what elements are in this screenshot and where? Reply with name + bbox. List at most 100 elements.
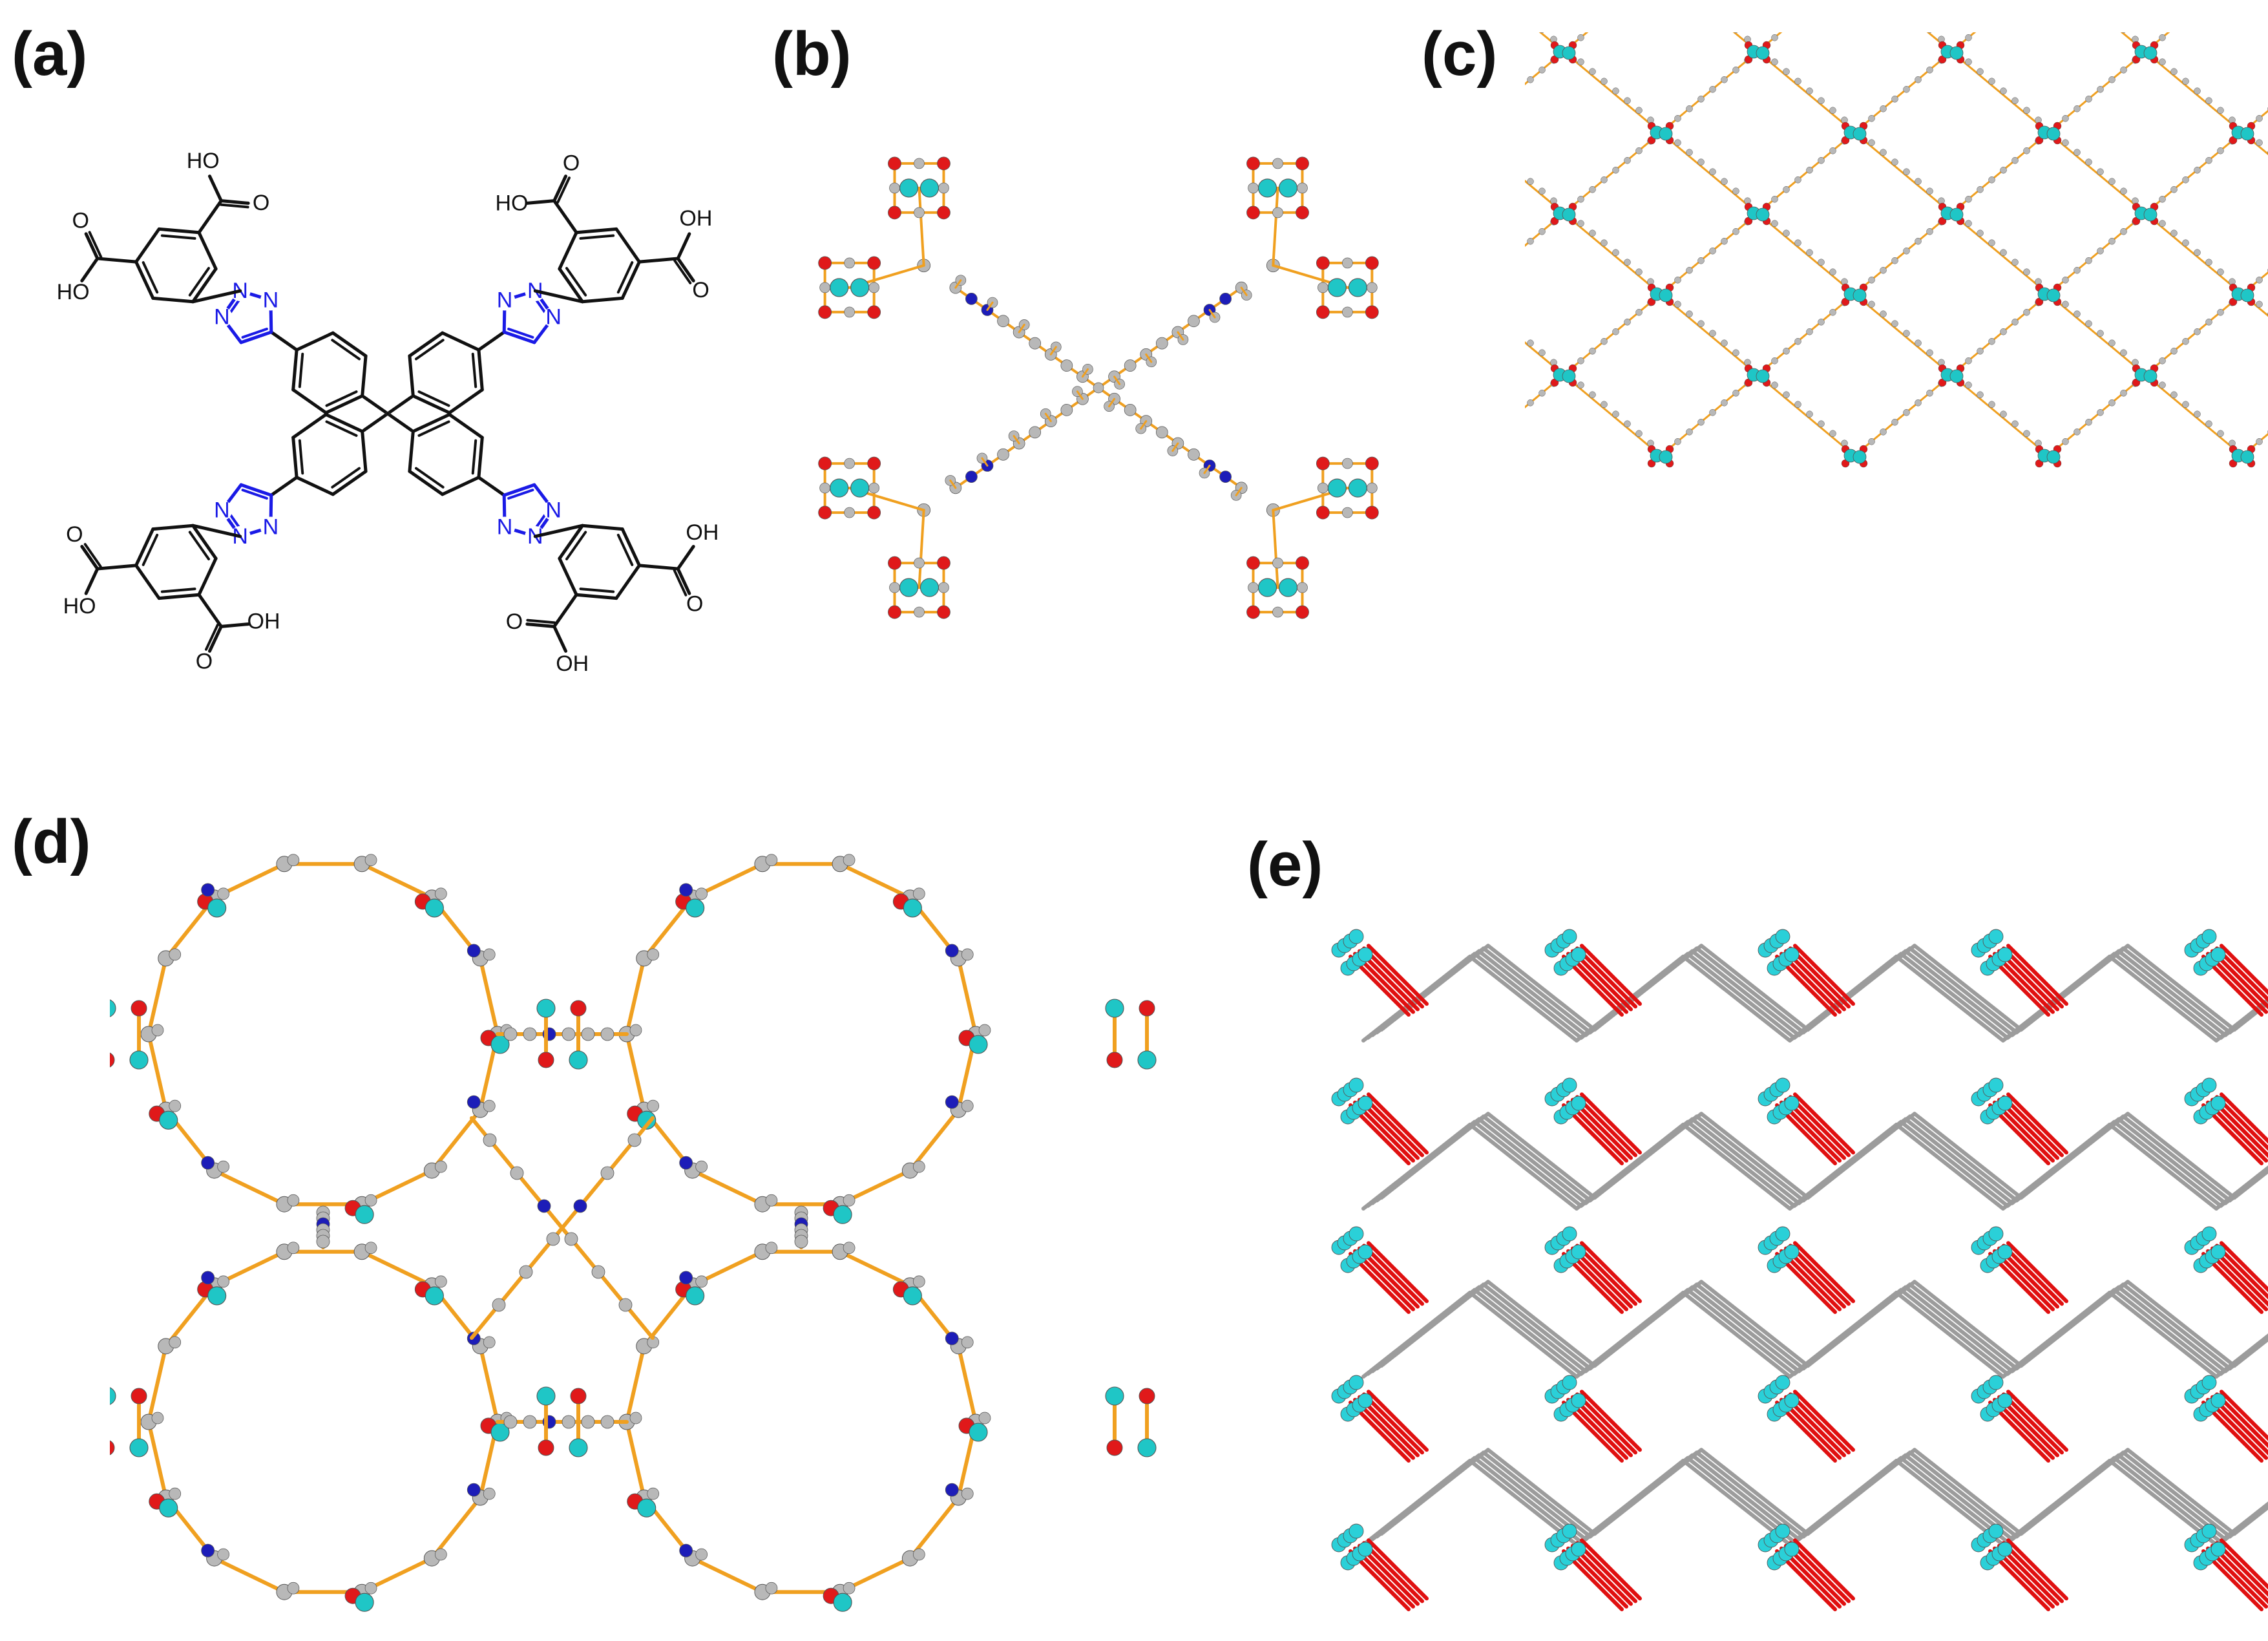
triazole-double-bond [507, 489, 534, 500]
carbon-atom [1538, 228, 1546, 235]
carbon-atom [938, 182, 949, 194]
nitrogen-atom [1219, 292, 1232, 305]
node-atom [2210, 1096, 2226, 1111]
carbon-atom [1674, 301, 1681, 308]
linker-bond [1756, 212, 1856, 295]
linker-bond [1732, 32, 1759, 53]
carbon-atom [997, 315, 1009, 328]
carbon-atom [1527, 339, 1534, 346]
phenyl-bond [411, 412, 452, 434]
carbon-atom [1868, 277, 1875, 284]
hydroxyl-bond [80, 257, 100, 282]
carbon-atom [1674, 277, 1681, 284]
oxygen-atom [818, 456, 832, 471]
carbon-atom [1806, 249, 1813, 256]
nitrogen-atom [679, 1156, 693, 1170]
red-strut [2220, 1092, 2268, 1144]
oxygen-atom [1246, 605, 1260, 619]
phenyl-double-bond [325, 390, 358, 407]
carbon-atom [765, 1194, 778, 1207]
carbon-atom [2062, 438, 2069, 445]
carbon-atom [1794, 239, 1801, 246]
oxygen-label: O [686, 591, 703, 616]
nitrogen-atom [679, 883, 693, 897]
carbon-atom [1318, 282, 1328, 293]
carbon-atom [217, 1160, 230, 1173]
grey-linker [1681, 1291, 1792, 1379]
carbon-atom [2011, 97, 2019, 104]
linker-bond [1525, 50, 1565, 85]
carbon-atom [978, 1412, 991, 1424]
carbon-atom [1624, 97, 1631, 104]
linker-bond [1950, 32, 1977, 53]
linker-bond [269, 330, 299, 352]
carbon-atom [2000, 167, 2007, 174]
red-strut [2002, 1392, 2064, 1455]
carbon-atom [2108, 339, 2116, 346]
oxygen-atom [1296, 206, 1309, 220]
grey-linker [1806, 1448, 1916, 1536]
copper-atom [1348, 478, 1367, 498]
oxygen-label: O [66, 522, 83, 547]
framework-bond [147, 1420, 168, 1500]
copper-atom [129, 1438, 149, 1457]
carbon-atom [1806, 87, 1813, 94]
red-strut [1575, 1244, 1637, 1306]
carbon-atom [889, 182, 900, 194]
copper-atom [1278, 178, 1298, 198]
node-atom [1775, 1375, 1790, 1390]
red-strut [2220, 1390, 2268, 1441]
copper-atom [2046, 288, 2061, 302]
carbon-atom [868, 482, 879, 494]
carbon-atom [1577, 220, 1584, 227]
carbon-atom [2108, 238, 2116, 245]
copper-atom [207, 1286, 227, 1306]
node-atom [1562, 1523, 1577, 1539]
phenyl-bond [441, 331, 481, 352]
linker-bond [1756, 50, 1856, 134]
atom [591, 1265, 605, 1279]
triazole-bond [502, 330, 536, 344]
atom [562, 1415, 576, 1429]
carboxyl-bond [637, 257, 680, 264]
isophthalate-double-bond [142, 533, 159, 566]
carbon-atom [1601, 176, 1608, 184]
topology-net [1331, 929, 2268, 1611]
atom [523, 1415, 537, 1429]
copper-atom [637, 1110, 656, 1130]
isophthalate-double-bond [188, 267, 210, 297]
framework-bond [838, 1249, 912, 1287]
grey-linker [2117, 1117, 2227, 1205]
carbon-atom [978, 1024, 991, 1037]
carbon-atom [2256, 301, 2263, 308]
oxygen-atom [1106, 1052, 1123, 1068]
grey-linker [1913, 1112, 2023, 1200]
nitrogen-atom [201, 1543, 215, 1558]
carbon-atom [1029, 337, 1042, 350]
node-atom [1784, 1244, 1800, 1260]
grey-linker [1690, 1285, 1801, 1373]
carbon-atom [2000, 410, 2007, 418]
carbon-atom [819, 282, 830, 293]
framework-bond [838, 862, 912, 900]
carbon-atom [434, 1160, 447, 1173]
carbon-atom [2182, 176, 2189, 184]
atom [483, 1133, 497, 1147]
triazole-double-bond [241, 327, 268, 339]
oxygen-atom [538, 1052, 554, 1068]
red-strut [2006, 1538, 2068, 1601]
phenyl-bond [361, 430, 368, 473]
carbon-atom [434, 1548, 447, 1561]
grey-linker [1593, 1112, 1703, 1200]
isophthalate-double-bond [565, 267, 587, 297]
carbon-atom [1926, 67, 1933, 74]
copper-atom [1137, 1438, 1157, 1457]
oxygen-atom [1296, 605, 1309, 619]
carbon-atom [2062, 301, 2069, 308]
oxygen-atom [888, 156, 901, 171]
red-strut [1580, 1390, 1642, 1452]
copper-atom [1137, 1050, 1157, 1070]
red-strut [2220, 944, 2268, 995]
linker-bond [2144, 32, 2170, 53]
